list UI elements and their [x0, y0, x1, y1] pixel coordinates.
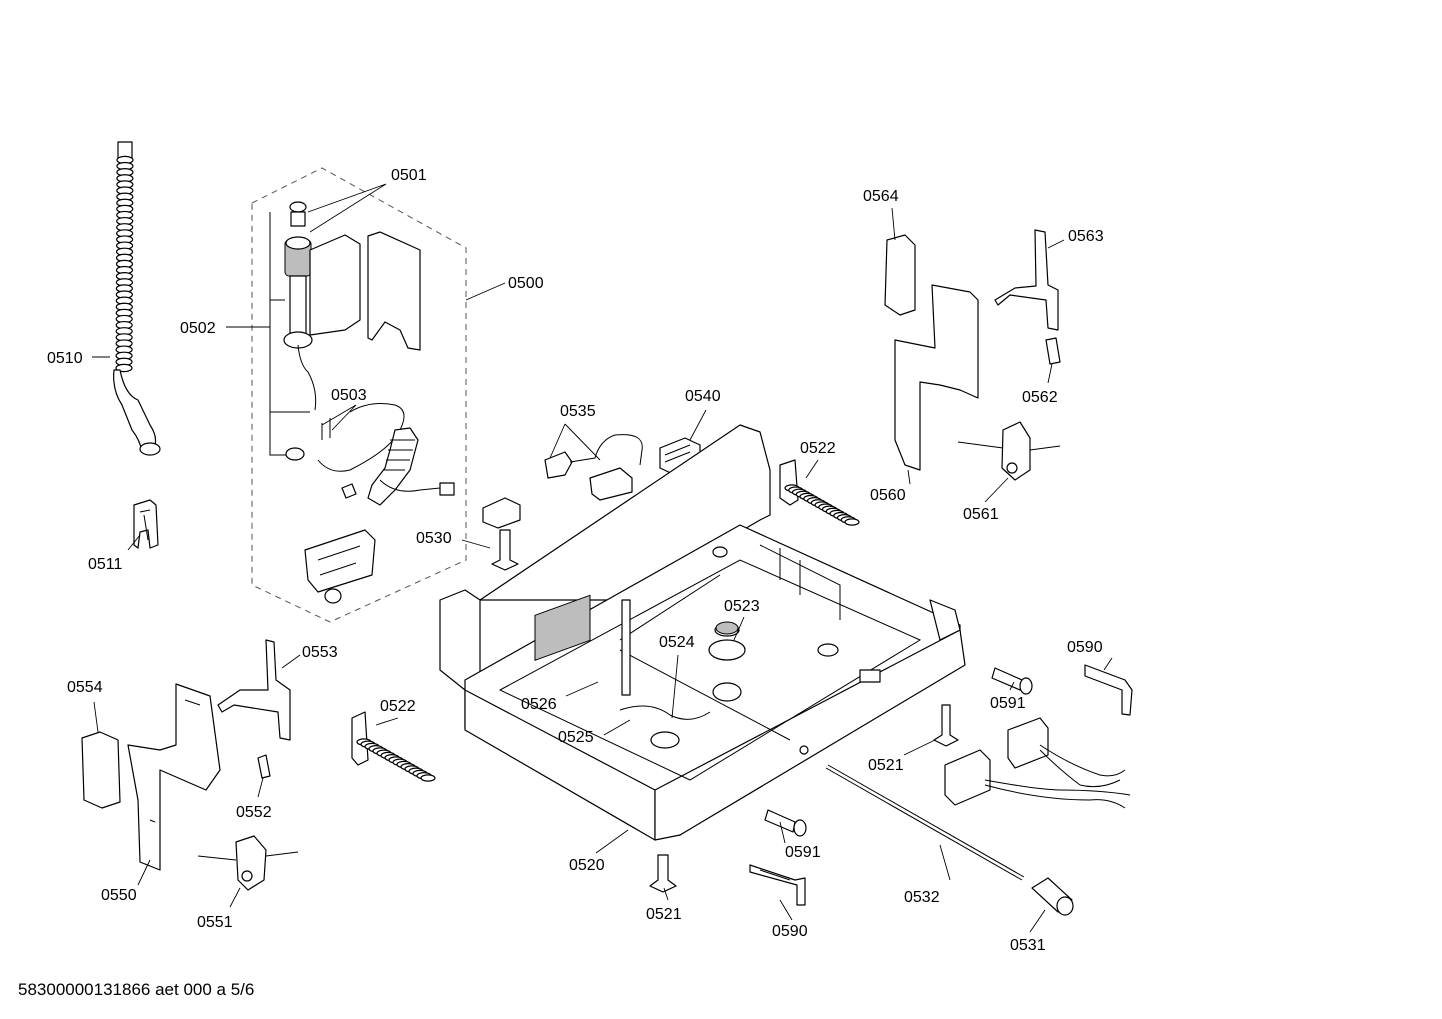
callout-labels: 0501 0500 0502 0503 0510 0511 0535 0540 … [47, 167, 1104, 954]
label-0554: 0554 [67, 679, 103, 696]
part-0563-bracket [994, 229, 1059, 331]
part-0532-rod [825, 764, 1025, 881]
label-0552: 0552 [236, 804, 272, 821]
label-0563: 0563 [1068, 228, 1104, 245]
assembly-0500-outline [251, 167, 467, 623]
part-0561-sensor [957, 421, 1061, 481]
leader-lines [92, 183, 1113, 933]
part-0591-screw-bottom [764, 809, 807, 837]
label-0503: 0503 [331, 387, 367, 404]
part-0590-bracket-bottom [749, 864, 806, 906]
label-0590-bottom: 0590 [772, 923, 808, 940]
part-0531-bushing [1031, 877, 1074, 916]
coil-ring [420, 774, 436, 782]
document-footer-code: 58300000131866 aet 000 a 5/6 [18, 980, 255, 999]
part-0520-base [439, 424, 966, 841]
label-0561: 0561 [963, 506, 999, 523]
coil-ring [844, 518, 860, 526]
part-bracket-bottom [304, 529, 376, 604]
label-0531: 0531 [1010, 937, 1046, 954]
label-0501: 0501 [391, 167, 427, 184]
part-0553-bracket [217, 639, 291, 741]
part-0564-cover [884, 234, 916, 316]
label-0540: 0540 [685, 388, 721, 405]
part-0530-block [482, 497, 521, 571]
label-0553: 0553 [302, 644, 338, 661]
part-0522-spring-bottom [351, 711, 436, 782]
label-0511: 0511 [88, 556, 123, 573]
label-0590-right: 0590 [1067, 639, 1103, 656]
part-0522-spring-top [779, 459, 860, 526]
label-0532: 0532 [904, 889, 940, 906]
label-0591-right: 0591 [990, 695, 1026, 712]
part-0511-clip [133, 499, 159, 549]
label-0500: 0500 [508, 275, 544, 292]
part-0523-cap [715, 621, 739, 635]
label-0562: 0562 [1022, 389, 1058, 406]
part-0552-clip [257, 754, 271, 779]
label-0550: 0550 [101, 887, 137, 904]
label-0521-right: 0521 [868, 757, 904, 774]
label-0510: 0510 [47, 350, 83, 367]
part-0590-bracket-right [1084, 664, 1133, 716]
part-0535-hose [544, 434, 643, 501]
label-0535: 0535 [560, 403, 596, 420]
part-0550-frame [127, 683, 221, 871]
part-0551-sensor [197, 835, 299, 891]
part-0560-frame [894, 284, 979, 471]
part-wiring-harness [944, 717, 1131, 809]
label-0551: 0551 [197, 914, 233, 931]
label-0520: 0520 [569, 857, 605, 874]
part-0521-foot-bottom [649, 854, 677, 893]
part-0510-hose [113, 141, 161, 456]
label-0521-bottom: 0521 [646, 906, 682, 923]
label-0525: 0525 [558, 729, 594, 746]
part-0562-clip [1045, 337, 1061, 365]
label-0522-bottom: 0522 [380, 698, 416, 715]
label-0526: 0526 [521, 696, 557, 713]
label-0560: 0560 [870, 487, 906, 504]
label-0502: 0502 [180, 320, 216, 337]
part-0521-foot-right [933, 704, 959, 747]
label-0530: 0530 [416, 530, 452, 547]
part-0503-tube [317, 403, 455, 506]
part-0554-cover [81, 731, 121, 809]
label-0591-bottom: 0591 [785, 844, 821, 861]
label-0522-top: 0522 [800, 440, 836, 457]
part-0591-screw-right [991, 667, 1033, 695]
label-0564: 0564 [863, 188, 899, 205]
label-0523: 0523 [724, 598, 760, 615]
label-0524: 0524 [659, 634, 695, 651]
part-0502-valve [269, 201, 421, 461]
